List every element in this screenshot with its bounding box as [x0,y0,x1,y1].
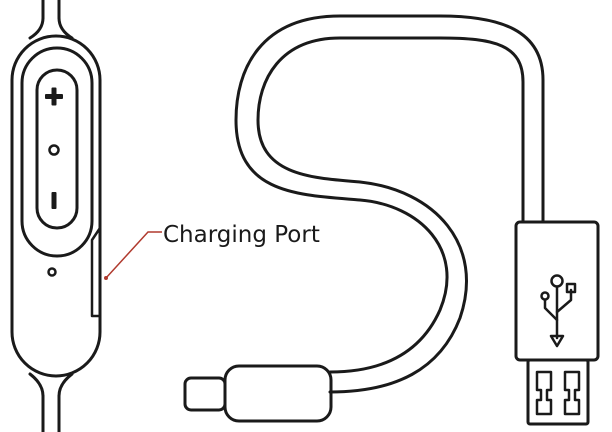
callout-dot [104,276,108,280]
usb-a-contact-left [535,370,553,416]
charging-port-callout: Charging Port [104,222,320,280]
charging-port-slot [90,226,102,318]
cable-inner-edge [256,36,525,394]
remote-outer-shell [10,34,102,378]
inline-remote [10,0,102,432]
usb-a-contact-right [563,370,581,416]
plus-icon[interactable] [45,87,63,106]
remote-inner-panel [20,46,94,258]
minus-icon[interactable] [51,192,57,209]
remote-bottom-strain-relief [28,372,74,398]
usb-c-plug-tip [183,376,227,412]
remote-button-pill [35,68,79,230]
usb-cable [183,14,600,426]
usb-c-connector-body [223,364,333,423]
usb-a-plug-shell [526,358,590,426]
usb-symbol-icon [540,274,577,348]
circle-button-icon[interactable] [48,144,60,156]
microphone-hole-icon [47,267,57,277]
callout-leader-line [105,231,162,279]
charging-port-label: Charging Port [163,222,320,248]
cable-outer-edge [234,14,545,374]
